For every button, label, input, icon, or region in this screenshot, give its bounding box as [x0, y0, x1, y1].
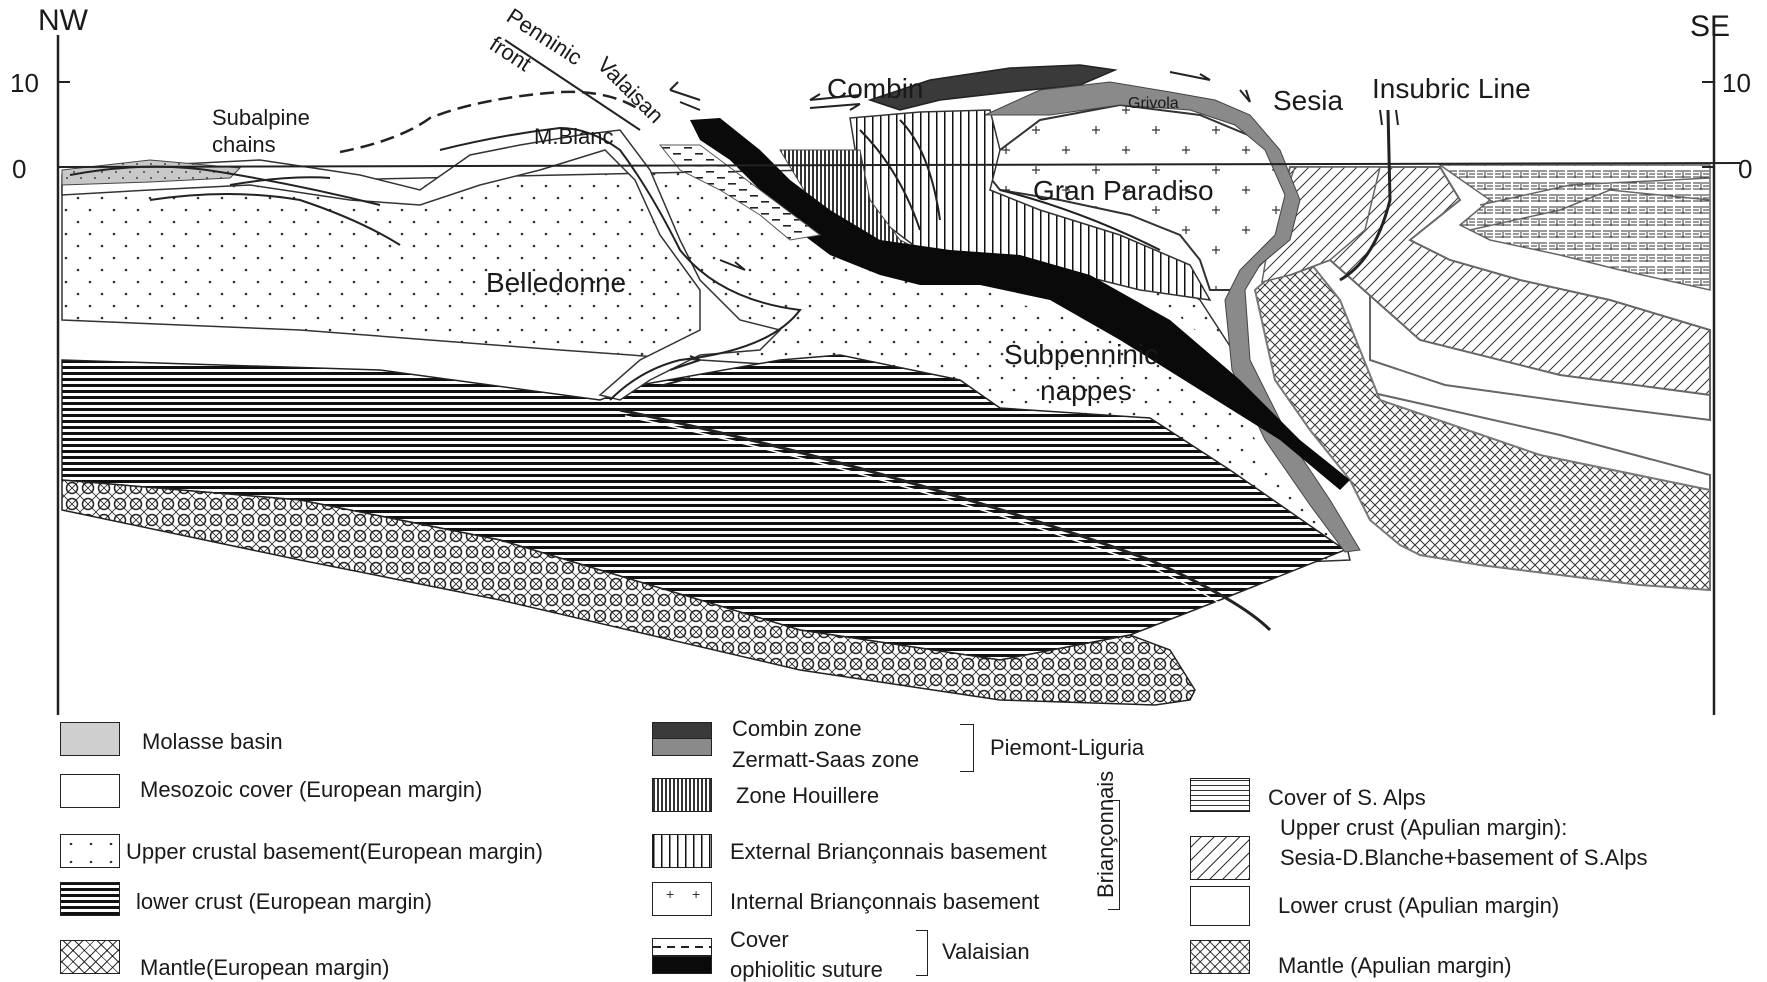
tick-left-10: 10: [10, 68, 39, 98]
swatch-cover: [652, 938, 712, 956]
legend-int-brianconnais: Internal Briançonnais basement: [730, 890, 1039, 914]
label-sesia: Sesia: [1273, 85, 1343, 116]
swatch-lower-crust: [60, 882, 120, 916]
label-grivola: Grivola: [1128, 95, 1179, 112]
legend-apulian-upper: Upper crust (Apulian margin):: [1280, 816, 1567, 840]
legend-brianconnais: Briançonnais: [1094, 771, 1118, 898]
swatch-mantle: [60, 940, 120, 974]
tick-right-0: 0: [1738, 154, 1752, 184]
bracket-piemont: [960, 724, 974, 772]
legend-salps: Cover of S. Alps: [1268, 786, 1426, 810]
swatch-apulian-lower: [1190, 886, 1250, 926]
swatch-mesozoic: [60, 774, 120, 808]
tick-right-10: 10: [1722, 68, 1751, 98]
swatch-zermatt: [652, 738, 712, 756]
legend-ext-brianconnais: External Briançonnais basement: [730, 840, 1047, 864]
legend-mantle: Mantle(European margin): [140, 956, 389, 980]
legend-zermatt: Zermatt-Saas zone: [732, 748, 919, 772]
swatch-plus-marks: + +: [652, 882, 712, 916]
legend-houillere: Zone Houillere: [736, 784, 879, 808]
swatch-apulian-mantle: [1190, 940, 1250, 974]
legend-apulian-lower: Lower crust (Apulian margin): [1278, 894, 1559, 918]
label-combin: Combin: [827, 73, 923, 104]
swatch-molasse: [60, 722, 120, 756]
swatch-apulian-upper: [1190, 836, 1250, 880]
label-subpenninic-2: nappes: [1040, 375, 1132, 406]
label-insubric: Insubric Line: [1372, 73, 1531, 104]
swatch-ext-brianconnais: [652, 834, 712, 868]
label-belledonne: Belledonne: [486, 267, 626, 298]
legend-apulian-upper-2: Sesia-D.Blanche+basement of S.Alps: [1280, 846, 1647, 870]
tick-left-0: 0: [12, 154, 26, 184]
label-subalpine-1: Subalpine: [212, 105, 310, 130]
legend-combin: Combin zone: [732, 717, 862, 741]
corner-se: SE: [1690, 10, 1730, 43]
label-subalpine-2: chains: [212, 132, 276, 157]
legend-lower-crust: lower crust (European margin): [136, 890, 432, 914]
legend-mesozoic: Mesozoic cover (European margin): [140, 778, 482, 802]
swatch-salps: [1190, 778, 1250, 812]
corner-nw: NW: [38, 4, 89, 37]
legend-molasse: Molasse basin: [142, 730, 283, 754]
legend-cover: Cover: [730, 928, 789, 952]
swatch-ophiolitic: [652, 956, 712, 974]
swatch-upper-crust: [60, 834, 120, 868]
label-mblanc: M.Blanc: [534, 124, 613, 149]
legend-ophiolitic: ophiolitic suture: [730, 958, 883, 982]
label-valaisan: Valaisan: [592, 52, 668, 128]
label-subpenninic-1: Subpenninic: [1004, 339, 1158, 370]
legend-apulian-mantle: Mantle (Apulian margin): [1278, 954, 1512, 978]
bracket-valaisian: [916, 930, 928, 976]
swatch-houillere: [652, 778, 712, 812]
legend-piemont: Piemont-Liguria: [990, 736, 1144, 760]
legend-upper-crust: Upper crustal basement(European margin): [126, 840, 543, 864]
legend-valaisian: Valaisian: [942, 940, 1030, 964]
label-gran-paradiso: Gran Paradiso: [1033, 175, 1214, 206]
